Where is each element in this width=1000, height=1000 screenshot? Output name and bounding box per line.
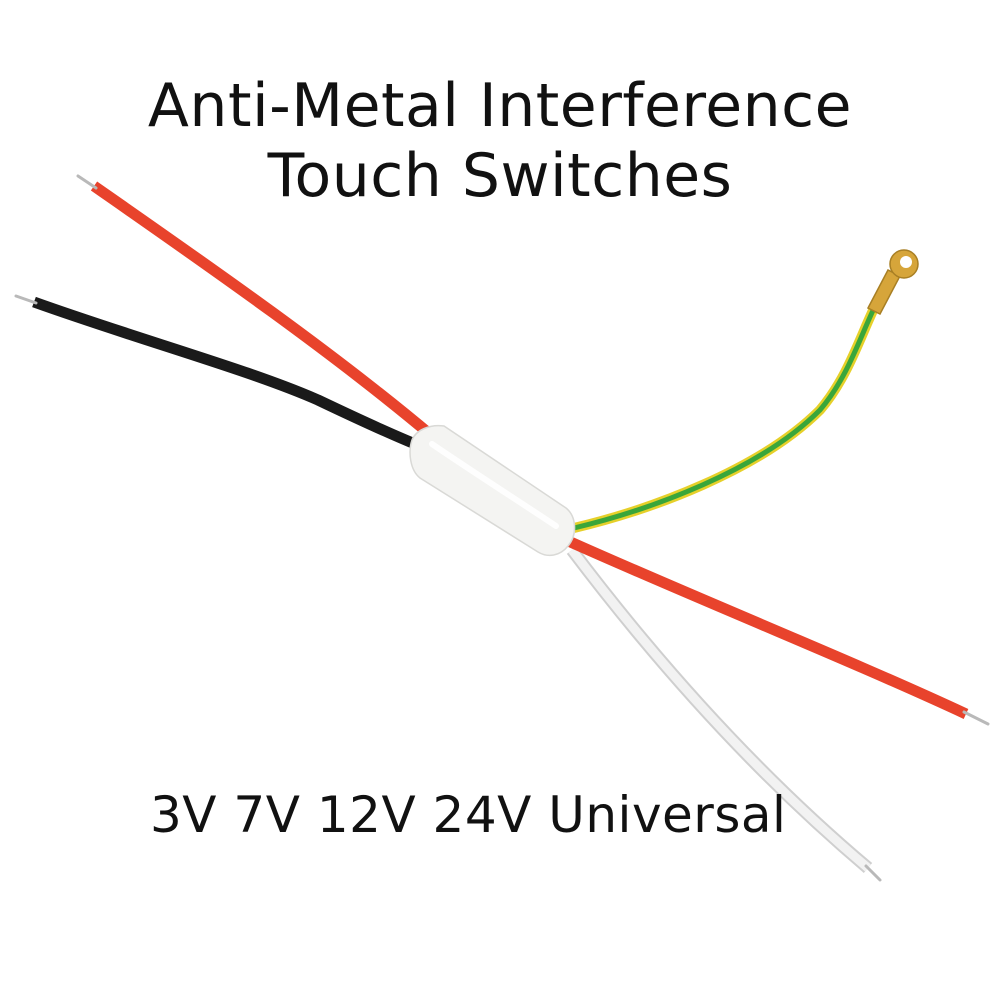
switch-module-body — [409, 424, 576, 557]
red-wire-right — [563, 534, 990, 726]
headline-line-1: Anti-Metal Interference — [147, 71, 853, 141]
red-wire-right-tip — [962, 710, 990, 726]
ground-wire — [572, 293, 885, 533]
ring-terminal-icon — [866, 249, 919, 315]
white-wire — [566, 546, 882, 882]
black-wire — [14, 294, 423, 452]
black-wire-tip — [14, 294, 38, 305]
red-wire-left-tip — [76, 174, 98, 190]
red-wire-left — [76, 174, 436, 441]
white-wire-tip — [864, 864, 882, 882]
voltage-caption: 3V 7V 12V 24V Universal — [150, 786, 787, 844]
headline-line-2: Touch Switches — [267, 141, 733, 211]
